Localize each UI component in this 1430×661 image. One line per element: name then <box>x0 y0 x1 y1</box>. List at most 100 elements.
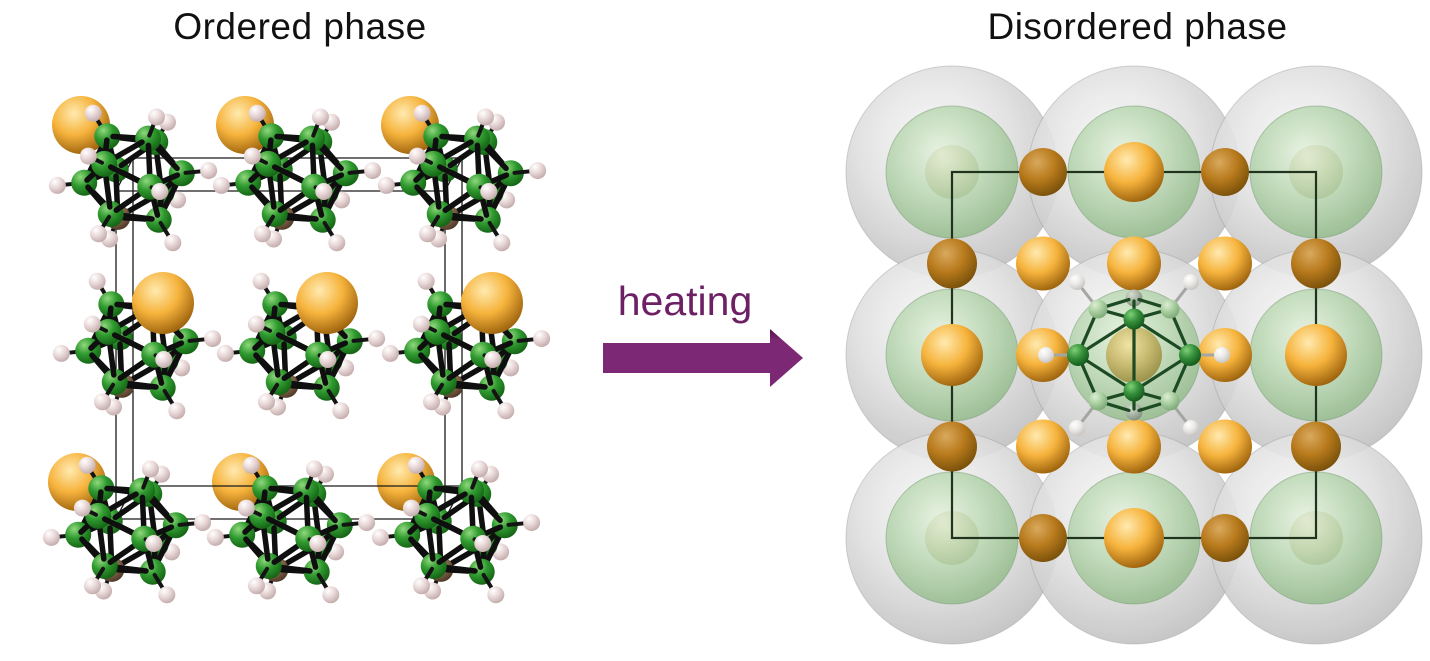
hydrogen-atom <box>497 402 515 420</box>
cage-bond <box>260 520 271 562</box>
hydrogen-atom <box>529 162 547 180</box>
hydrogen-atom <box>377 176 395 194</box>
boron-atom-back <box>1088 391 1108 411</box>
hydrogen-atom <box>523 514 541 532</box>
hydrogen-atom <box>194 514 212 532</box>
cage-bond <box>159 176 182 217</box>
hydrogen-atom <box>147 108 165 126</box>
cage-bond <box>106 336 117 378</box>
cage-bond <box>163 344 186 385</box>
hydrogen-atom <box>381 344 399 362</box>
cage-bond <box>107 139 145 164</box>
boron-atom <box>424 318 451 345</box>
cage-bond <box>1137 297 1167 310</box>
hydrogen-atom <box>1214 347 1230 363</box>
boron-atom-back <box>1125 289 1143 307</box>
sodium-cation <box>927 238 977 289</box>
hydrogen-atom <box>212 176 230 194</box>
sodium-cation <box>1016 419 1070 474</box>
sodium-cation <box>296 272 358 334</box>
cage-bond <box>1079 359 1097 397</box>
cage-bond <box>1101 297 1131 310</box>
hydrogen-atom <box>248 577 266 595</box>
hydrogen-atom <box>332 402 350 420</box>
hydrogen-atom <box>206 528 224 546</box>
hydrogen-atom <box>476 108 494 126</box>
hydrogen-atom <box>413 104 431 122</box>
borate-cluster <box>42 456 212 604</box>
hydrogen-atom <box>487 586 505 604</box>
hydrogen-atom <box>258 393 276 411</box>
disordered-structure <box>845 65 1423 645</box>
hydrogen-atom <box>78 456 96 474</box>
hydrogen-atom <box>237 499 255 517</box>
hydrogen-atom <box>311 108 329 126</box>
hydrogen-atom <box>73 499 91 517</box>
hydrogen-atom <box>309 535 327 553</box>
hydrogen-atom <box>1183 420 1199 436</box>
hydrogen-atom <box>84 104 102 122</box>
sodium-cations-front <box>132 272 523 334</box>
hydrogen-atom <box>83 315 101 333</box>
cage-bond <box>430 516 470 539</box>
sodium-cation <box>132 272 194 334</box>
hydrogen-atom <box>141 460 159 478</box>
hydrogen-atom <box>243 147 261 165</box>
hydrogen-atom <box>52 344 70 362</box>
hydrogen-atom <box>315 183 333 201</box>
boron-atom <box>309 206 336 233</box>
boron-atom <box>423 123 450 150</box>
hydrogen-atom <box>408 147 426 165</box>
boron-atom <box>478 374 505 401</box>
hydrogen-atom <box>79 147 97 165</box>
cage-bond <box>488 176 511 217</box>
cage-bond <box>440 332 480 355</box>
hydrogen-atom <box>158 586 176 604</box>
hydrogen-atom <box>533 330 551 348</box>
boron-atom-back <box>1160 391 1180 411</box>
hydrogen-atom <box>364 162 382 180</box>
boron-atom-back <box>1160 299 1180 319</box>
hydrogen-atom <box>1038 347 1054 363</box>
borate-cluster <box>377 104 547 252</box>
hydrogen-atom <box>358 514 376 532</box>
sodium-cation <box>1107 419 1161 474</box>
hydrogen-atom <box>480 183 498 201</box>
cage-bond <box>431 168 442 210</box>
cage-bond <box>266 168 277 210</box>
hydrogen-atom <box>90 225 108 243</box>
sodium-cation <box>1104 142 1164 202</box>
hydrogen-atom <box>419 225 437 243</box>
cage-bond <box>111 332 151 355</box>
hydrogen-atom <box>254 225 272 243</box>
cage-bond <box>1084 322 1128 352</box>
sodium-cation <box>1016 236 1070 291</box>
cage-bond <box>435 336 446 378</box>
cage-bond <box>430 491 468 516</box>
hydrogen-atom <box>305 460 323 478</box>
sodium-cations <box>921 142 1347 568</box>
cage-bond <box>327 344 350 385</box>
sodium-cation <box>1291 421 1341 472</box>
hydrogen-atom <box>322 586 340 604</box>
sodium-cation <box>1201 514 1249 562</box>
disordered-phase-title: Disordered phase <box>987 6 1288 47</box>
cage-bond <box>1140 322 1184 352</box>
hydrogen-atom <box>252 272 270 290</box>
boron-atom <box>468 558 495 585</box>
boron-atom <box>1123 308 1145 330</box>
boron-atom <box>252 475 279 502</box>
hydrogen-atom <box>328 234 346 252</box>
cage-bond <box>153 528 176 569</box>
cage-bond <box>1171 313 1189 351</box>
heating-arrow <box>603 329 803 387</box>
boron-atom <box>427 291 454 318</box>
sodium-cation <box>1019 148 1067 196</box>
central-cluster <box>1038 274 1230 436</box>
hydrogen-atom <box>42 528 60 546</box>
cage-bond <box>436 164 476 187</box>
cage-bond <box>1084 358 1128 388</box>
hydrogen-atom <box>248 104 266 122</box>
boron-atom <box>474 206 501 233</box>
cage-bond <box>425 520 436 562</box>
